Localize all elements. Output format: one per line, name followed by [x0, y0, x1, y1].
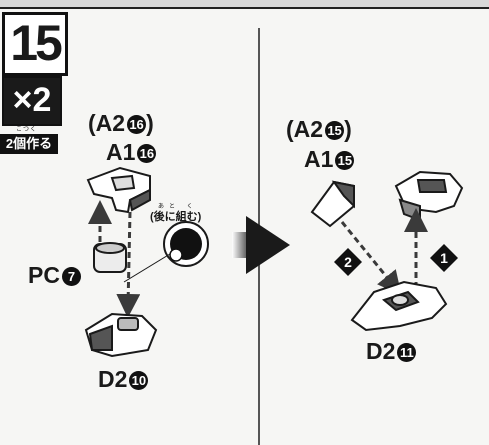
- order-marker-2-text: 2: [344, 254, 352, 270]
- right-part-label-text: (A2: [286, 116, 324, 142]
- note-ruby: あと く: [158, 204, 198, 210]
- right-part-number-badge: 15: [325, 121, 345, 140]
- right-wedge-part-icon: [310, 180, 355, 228]
- order-marker-1: 1: [430, 244, 458, 272]
- left-bottom-part-icon: [84, 312, 158, 358]
- ball-joint-icon: [163, 221, 209, 267]
- left-part-label-close: ): [146, 110, 154, 136]
- left-part-number-badge: 16: [127, 115, 147, 134]
- right-arrow-wedge-to-base: [340, 221, 402, 296]
- polycap-icon: [93, 242, 127, 273]
- quantity-note: 2個作る: [0, 134, 58, 154]
- left-arrow-down-to-d2: [116, 211, 141, 318]
- right-bottom-label-text: D2: [366, 338, 396, 364]
- top-rule: [0, 0, 489, 9]
- right-part-label2-text: A1: [304, 146, 334, 172]
- assemble-later-note: (後に組む): [150, 211, 202, 223]
- right-bottom-number-badge: 11: [397, 343, 417, 362]
- left-bottom-number-badge: 10: [129, 371, 149, 390]
- right-part-label-close: ): [344, 116, 352, 142]
- left-upper-part-icon: [86, 166, 151, 214]
- pc-number-badge: 7: [61, 267, 81, 286]
- left-bottom-label-text: D2: [98, 366, 128, 392]
- right-base-part-icon: [350, 280, 448, 332]
- order-marker-1-text: 1: [440, 250, 448, 266]
- step-number: 15: [2, 12, 68, 76]
- pc-label-text: PC: [28, 262, 60, 288]
- quantity-badge: ×2: [2, 76, 62, 126]
- left-part2-number-badge: 16: [137, 144, 157, 163]
- right-upper-part-icon: [394, 170, 464, 222]
- quantity-text: ×2: [12, 81, 52, 119]
- right-part2-number-badge: 15: [335, 151, 355, 170]
- callout-line: [123, 253, 171, 283]
- left-part-label-text: (A2: [88, 110, 126, 136]
- order-marker-2: 2: [334, 248, 362, 276]
- step-direction-arrow: [232, 216, 290, 274]
- quantity-ruby: こつく: [16, 127, 38, 133]
- left-part-label2-text: A1: [106, 139, 136, 165]
